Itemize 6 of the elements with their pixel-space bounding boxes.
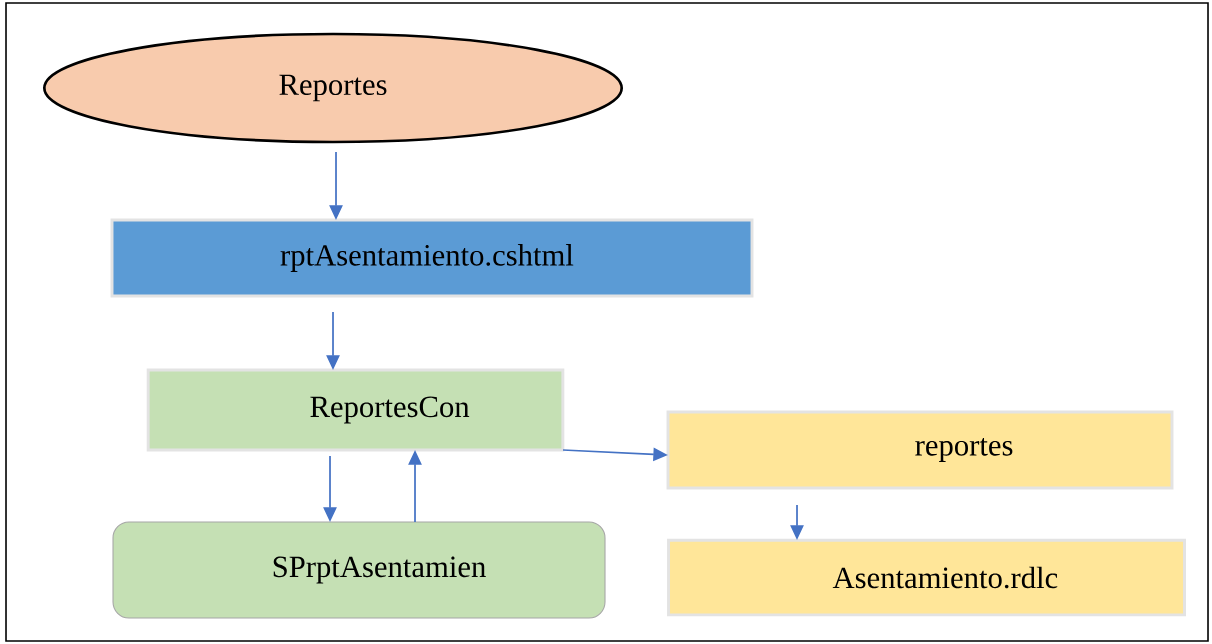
- ellipse-node: Reportes: [43, 32, 623, 144]
- process-box: Asentamiento.rdlc: [667, 538, 1186, 617]
- process-box: reportes: [666, 410, 1174, 490]
- rounded-box: SPrptAsentamien: [112, 521, 606, 619]
- process-box: ReportesCon: [146, 368, 565, 452]
- process-box: rptAsentamiento.cshtml: [110, 218, 754, 298]
